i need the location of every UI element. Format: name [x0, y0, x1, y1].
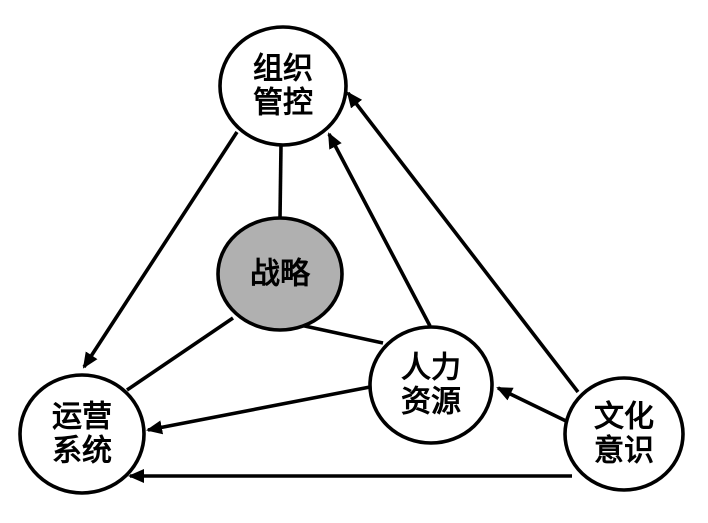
arrow-culture-to-hr: [496, 386, 567, 423]
node-label-org: 组织管控: [253, 52, 313, 120]
node-culture: 文化意识: [563, 376, 685, 492]
node-circle-org: [218, 25, 348, 147]
node-label-strategy: 战略: [250, 258, 311, 291]
node-circle-culture: [563, 376, 685, 492]
edges-layer: [82, 91, 580, 483]
nodes-layer: 组织管控战略运营系统 人力资源文化意识: [18, 25, 685, 495]
node-ops: 运营系统: [18, 373, 146, 495]
link-strategy-to-hr: [299, 323, 384, 345]
node-circle-hr: [368, 325, 494, 445]
node-label-culture: 文化意识: [594, 400, 654, 468]
link-strategy-to-ops: [125, 316, 235, 392]
node-org: 组织管控: [218, 25, 348, 147]
node-strategy: 战略: [216, 216, 344, 332]
node-circle-ops: [18, 373, 146, 495]
link-strategy-to-org: [278, 144, 283, 219]
node-circle-strategy: [216, 216, 344, 332]
arrow-culture-to-org: [346, 91, 580, 394]
arrow-hr-to-org: [327, 132, 432, 327]
node-label-ops: 运营系统: [52, 401, 112, 468]
arrow-hr-to-ops: [146, 385, 371, 435]
node-label-hr: 人力资源: [401, 352, 461, 419]
node-hr: 人力资源: [368, 325, 494, 445]
arrow-org-to-ops: [82, 131, 239, 369]
